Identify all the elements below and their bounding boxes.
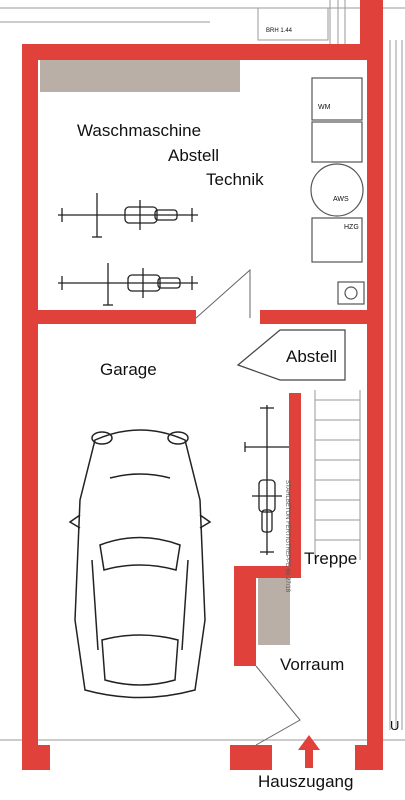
laundry-label-line2: Abstell [168,146,220,165]
vestibule-label: Vorraum [280,655,345,674]
shelf-top [40,58,240,92]
laundry-label-line3: Technik [206,170,264,189]
wall-right [367,0,383,760]
top-note: BRH 1.44 [266,28,293,34]
wall-bottom-right [355,745,383,770]
shelf-vorraum [258,577,290,645]
storage-label: Abstell [286,347,338,366]
wall-top [22,44,367,60]
wall-bottom-left [22,745,50,770]
car-icon [68,429,212,699]
background-linework [0,0,405,741]
bicycle-icon [58,263,198,306]
appliance-aws-label: AWS [333,196,349,203]
laundry-label-line1: Waschmaschine [77,121,202,140]
wall-divider-right [260,310,367,324]
wall-bottom-mid [230,745,272,770]
bicycle-icon [244,405,289,555]
appliance-wm-label: WM [318,104,331,111]
stairs-label: Treppe [304,549,358,568]
wall-stair-left [289,393,301,578]
stair-lines [315,399,360,541]
wall-left [22,44,38,759]
entrance-label: Hauszugang [258,772,354,791]
appliance-hzg-label: HZG [344,224,359,231]
wall-divider-left [38,310,196,324]
wall-vorraum-left [234,566,256,666]
shelves [40,58,290,645]
doors [195,268,346,746]
garage-label: Garage [100,360,157,379]
entrance-arrow-icon [298,735,320,768]
bicycle-icon [58,193,198,238]
walls [22,0,383,770]
stair-note: STAHLBETON FERTIGTREPPE 60 27/18 [284,480,290,593]
wall-top-right-post [360,0,372,60]
technical-equipment [259,47,365,305]
edge-letter: U [390,718,400,733]
